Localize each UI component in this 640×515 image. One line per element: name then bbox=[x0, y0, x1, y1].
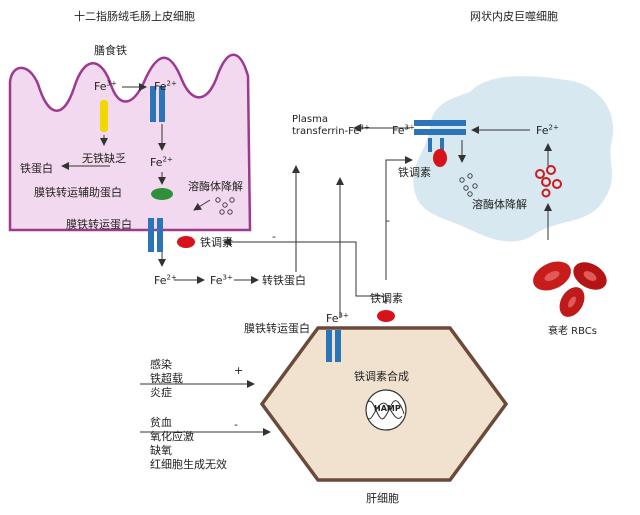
hepcidin-paths bbox=[223, 156, 413, 304]
positive-sign: + bbox=[234, 364, 244, 377]
arrows bbox=[61, 83, 552, 436]
plasma-transferrin-label: Plasma transferrin-Fe3+ bbox=[292, 114, 370, 137]
dietary-iron-label: 膳食铁 bbox=[94, 44, 127, 57]
hepatocyte-hepcidin-marker bbox=[377, 310, 395, 322]
senescent-rbc-cluster bbox=[533, 261, 607, 317]
hamp-gene-label: HAMP bbox=[374, 404, 401, 413]
circulation-fe2-label: Fe2+ bbox=[154, 273, 177, 287]
enterocyte-hepcidin-marker bbox=[177, 236, 195, 248]
macrophage-lysosome-dots bbox=[459, 173, 478, 197]
circulation-fe3-label: Fe3+ bbox=[210, 273, 233, 287]
negative-signal-item: 贫血 bbox=[150, 416, 172, 429]
macrophage-ferroportin-channel bbox=[414, 120, 466, 152]
hamp-gene-icon bbox=[365, 389, 407, 431]
enterocyte-title: 十二指肠绒毛肠上皮细胞 bbox=[74, 10, 195, 23]
enterocyte-cell bbox=[8, 53, 252, 232]
macrophage-hepcidin-label: 铁调素 bbox=[398, 166, 431, 179]
enterocyte-fe2-mid-label: Fe2+ bbox=[150, 155, 173, 169]
negative-signal-item: 氧化应激 bbox=[150, 430, 194, 443]
negative-signals-list: 贫血 氧化应激 缺氧 红细胞生成无效 bbox=[150, 416, 227, 472]
negative-sign: - bbox=[234, 418, 238, 431]
hepatocyte-hepcidin-out-label: 铁调素 bbox=[370, 292, 403, 305]
hepatocyte-title: 肝细胞 bbox=[366, 492, 399, 505]
negative-signal-item: 红细胞生成无效 bbox=[150, 458, 227, 471]
senescent-rbcs-label: 衰老 RBCs bbox=[548, 326, 598, 337]
positive-signal-item: 感染 bbox=[150, 358, 172, 371]
macrophage-fe3-label: Fe3+ bbox=[392, 123, 415, 137]
enterocyte-apical-channel bbox=[150, 86, 165, 122]
enterocyte-fe2-in-label: Fe2+ bbox=[154, 79, 177, 93]
negative-signal-item: 缺氧 bbox=[150, 444, 172, 457]
macrophage-heme-rings bbox=[535, 165, 562, 198]
enterocyte-fe3-label: Fe3+ bbox=[94, 79, 117, 93]
enterocyte-lysosomal-label: 溶酶体降解 bbox=[188, 180, 243, 193]
hepatocyte-fe3-label: Fe3+ bbox=[326, 311, 349, 325]
ferritin-label: 铁蛋白 bbox=[20, 162, 53, 175]
transferrin-label: 转铁蛋白 bbox=[262, 274, 306, 287]
enterocyte-ferroportin-label: 膜铁转运蛋白 bbox=[66, 218, 132, 231]
hepcidin-synthesis-label: 铁调素合成 bbox=[354, 370, 409, 383]
macrophage-inhibit-sign: - bbox=[386, 214, 390, 227]
positive-signals-list: 感染 铁超载 炎症 bbox=[150, 358, 183, 400]
macrophage-title: 网状内皮巨噬细胞 bbox=[470, 10, 558, 23]
dmt1-transporter bbox=[100, 100, 108, 132]
enterocyte-hepcidin-label: 铁调素 bbox=[200, 236, 233, 249]
enterocyte-lysosome-dots bbox=[215, 197, 235, 215]
positive-signal-item: 铁超载 bbox=[150, 372, 183, 385]
macrophage-fe2-label: Fe2+ bbox=[536, 123, 559, 137]
iron-deficiency-label: 无铁缺乏 bbox=[82, 152, 126, 165]
macrophage-hepcidin-marker bbox=[433, 149, 447, 167]
enterocyte-inhibit-sign: - bbox=[272, 230, 276, 243]
macrophage-cell bbox=[413, 76, 614, 242]
macrophage-lysosomal-label: 溶酶体降解 bbox=[472, 198, 527, 211]
positive-signal-item: 炎症 bbox=[150, 386, 172, 399]
hephaestin-label: 膜铁转运辅助蛋白 bbox=[34, 186, 122, 199]
hepatocyte-ferroportin-channel bbox=[326, 330, 341, 362]
hepatocyte-ferroportin-label: 膜铁转运蛋白 bbox=[244, 322, 310, 335]
enterocyte-ferroportin-channel bbox=[148, 218, 163, 252]
hephaestin-marker bbox=[151, 188, 173, 200]
